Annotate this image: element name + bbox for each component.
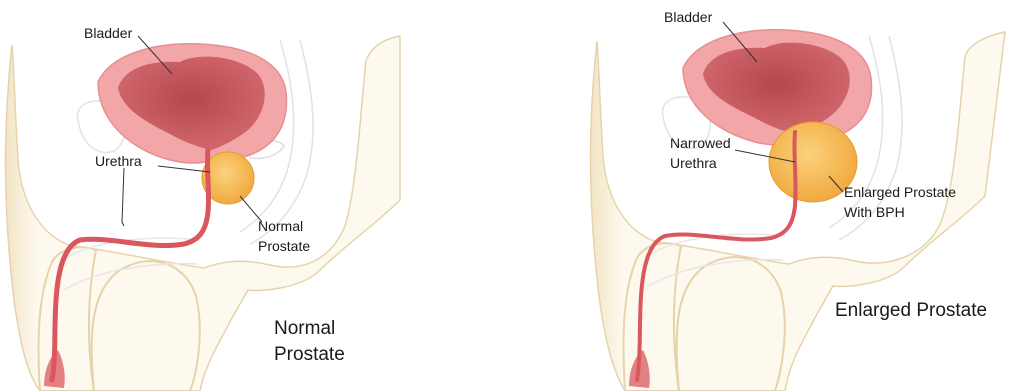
prostate-label-line2: Prostate [258, 238, 310, 254]
panel-enlarged: Bladder Narrowed Urethra Enlarged Prosta… [591, 9, 1006, 391]
caption-normal-line2: Prostate [274, 344, 345, 365]
prostate-label-line1: Normal [258, 218, 303, 234]
caption-enlarged: Enlarged Prostate [835, 300, 987, 321]
scrotum-outline [92, 261, 200, 391]
urethra-leader [158, 166, 210, 172]
urethra-label: Urethra [95, 153, 142, 169]
prostate-label-line1: Enlarged Prostate [844, 184, 956, 200]
panel-normal: Bladder Urethra Normal Prostate Normal P… [6, 25, 401, 391]
prostate-label-line2: With BPH [844, 204, 905, 220]
urethra-label-line2: Urethra [670, 155, 717, 171]
caption-normal-line1: Normal [274, 318, 335, 339]
scrotum-outline [677, 257, 785, 391]
bladder-label: Bladder [84, 25, 133, 41]
urethra-leader-vert [122, 168, 124, 226]
urethra-label-line1: Narrowed [670, 135, 731, 151]
bladder-label: Bladder [664, 9, 713, 25]
